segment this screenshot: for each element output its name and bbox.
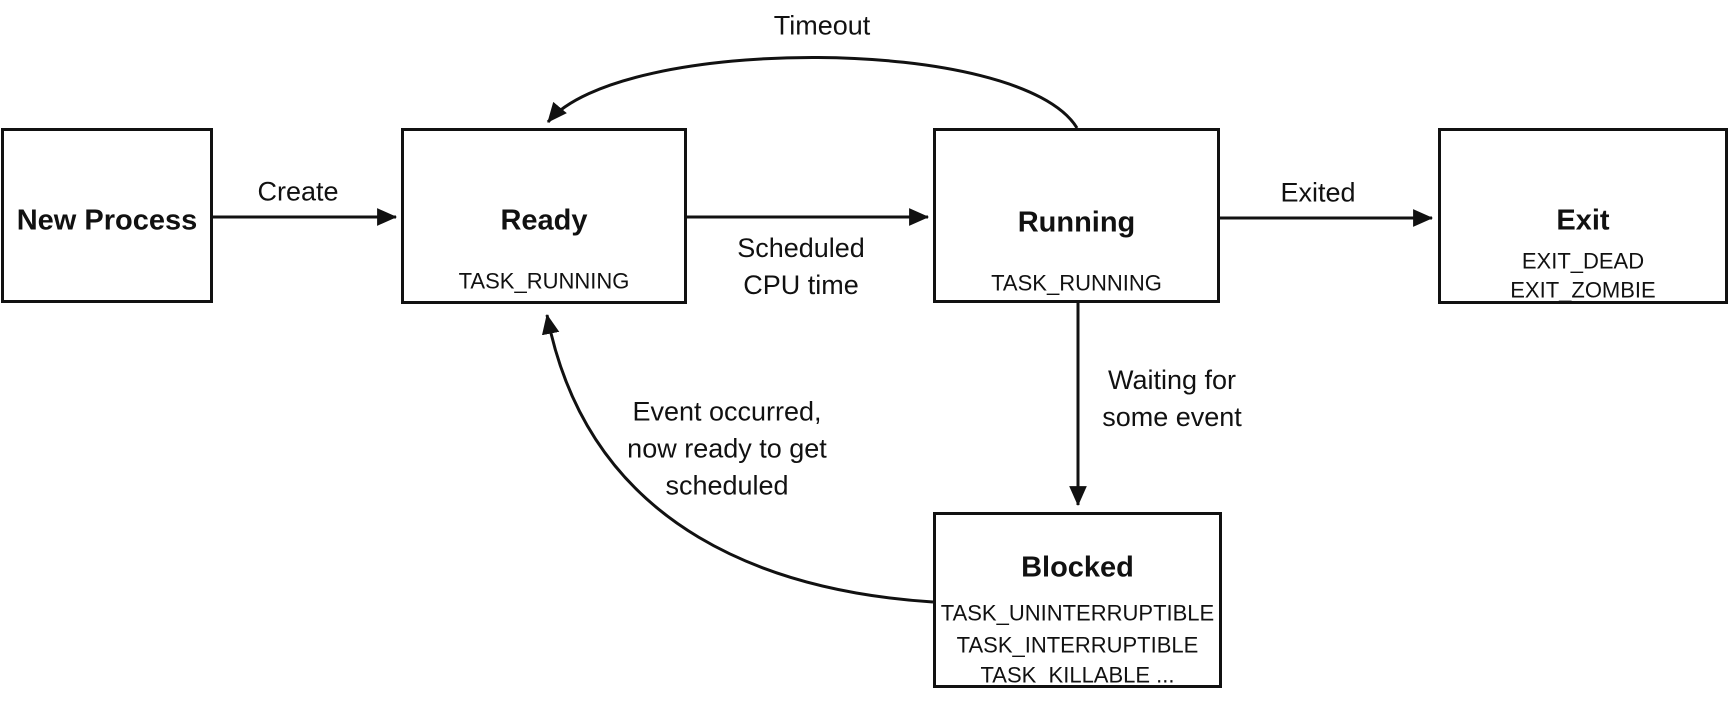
- edge-label-scheduled-cpu-time: Scheduled CPU time: [737, 230, 865, 304]
- edge-label-waiting-for-event: Waiting for some event: [1102, 362, 1242, 436]
- node-exit-tag: EXIT_ZOMBIE: [1510, 277, 1656, 303]
- node-exit-title: Exit: [1556, 204, 1610, 237]
- timeout-arrow: [546, 56, 1079, 129]
- node-blocked: Blocked TASK_UNINTERRUPTIBLE TASK_INTERR…: [933, 512, 1222, 688]
- node-running-title: Running: [1017, 206, 1136, 239]
- edge-label-event-occurred: Event occurred, now ready to get schedul…: [627, 394, 827, 505]
- node-blocked-title: Blocked: [1021, 551, 1134, 584]
- node-ready-title: Ready: [500, 204, 588, 237]
- edge-label-line: CPU time: [743, 270, 859, 300]
- node-exit-tag: EXIT_DEAD: [1521, 248, 1645, 274]
- node-running: Running TASK_RUNNING: [933, 128, 1220, 303]
- edge-label-line: some event: [1102, 402, 1242, 432]
- node-blocked-tag: TASK_INTERRUPTIBLE: [956, 632, 1199, 658]
- node-new-process: New Process: [1, 128, 213, 303]
- node-exit: Exit EXIT_DEAD EXIT_ZOMBIE: [1438, 128, 1728, 304]
- edge-label-line: Scheduled: [737, 233, 865, 263]
- node-ready-tag: TASK_RUNNING: [458, 268, 630, 294]
- edge-label-exited: Exited: [1280, 177, 1356, 208]
- edge-label-line: scheduled: [665, 470, 789, 501]
- node-ready: Ready TASK_RUNNING: [401, 128, 687, 304]
- edge-label-line: now ready to get: [627, 433, 827, 464]
- node-new-process-title: New Process: [16, 204, 198, 237]
- edge-label-line: Waiting for: [1107, 365, 1237, 395]
- node-blocked-tag: TASK_UNINTERRUPTIBLE: [940, 600, 1215, 626]
- node-running-tag: TASK_RUNNING: [991, 270, 1162, 296]
- edge-label-line: Event occurred,: [632, 396, 822, 427]
- edge-label-timeout: Timeout: [773, 10, 871, 41]
- edge-label-create: Create: [257, 176, 339, 207]
- node-blocked-tag: TASK_KILLABLE ...: [980, 662, 1175, 688]
- event-occurred-arrow: [541, 313, 934, 604]
